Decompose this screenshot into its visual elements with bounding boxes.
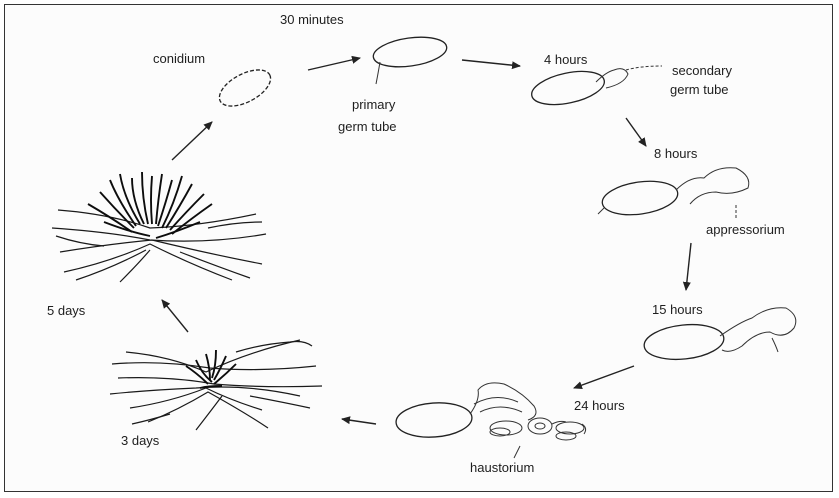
label-secondary-germ-tube-line2: germ tube xyxy=(670,82,729,97)
arrow-conidium-to-30min xyxy=(308,58,360,70)
arrow-30min-to-4h xyxy=(462,60,520,66)
label-24-hours: 24 hours xyxy=(574,398,625,413)
stage-24-hours-cell xyxy=(395,383,586,458)
label-haustorium: haustorium xyxy=(470,460,534,475)
label-8-hours: 8 hours xyxy=(654,146,698,161)
label-4-hours: 4 hours xyxy=(544,52,588,67)
conidium-cell xyxy=(214,62,277,113)
label-primary-germ-tube-line1: primary xyxy=(352,97,396,112)
stage-8-hours-cell xyxy=(598,168,749,220)
secondary-germ-tube xyxy=(596,69,628,88)
label-appressorium: appressorium xyxy=(706,222,785,237)
colony-5-days xyxy=(52,172,266,282)
haustorium-structure xyxy=(490,418,586,440)
stage-30-minutes-cell xyxy=(371,33,448,84)
arrow-5d-to-conidium xyxy=(172,122,212,160)
haustorium-pointer xyxy=(514,446,520,458)
arrow-3d-to-5d xyxy=(162,300,188,332)
label-conidium: conidium xyxy=(153,51,205,66)
arrow-15h-to-24h xyxy=(574,366,634,388)
arrow-4h-to-8h xyxy=(626,118,646,146)
arrow-24h-to-3d xyxy=(342,419,376,424)
primary-germ-tube xyxy=(376,62,380,84)
label-15-hours: 15 hours xyxy=(652,302,703,317)
label-30-minutes: 30 minutes xyxy=(280,12,344,27)
stage-4-hours-cell xyxy=(529,66,662,111)
label-primary-germ-tube-line2: germ tube xyxy=(338,119,397,134)
label-secondary-germ-tube-line1: secondary xyxy=(672,63,732,78)
arrow-8h-to-15h xyxy=(686,243,691,290)
colony-3-days xyxy=(110,340,322,430)
label-5-days: 5 days xyxy=(47,303,86,318)
label-3-days: 3 days xyxy=(121,433,160,448)
